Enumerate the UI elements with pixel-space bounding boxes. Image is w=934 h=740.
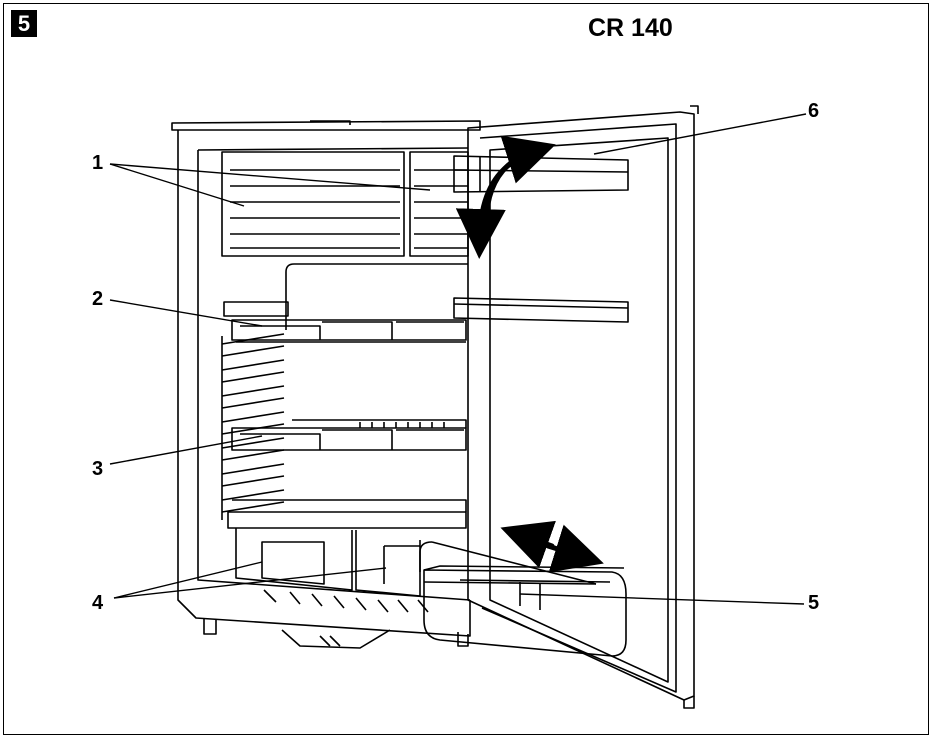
door-shelf-upper bbox=[453, 155, 629, 193]
crisper-drawer-left bbox=[235, 528, 353, 591]
callout-2: 2 bbox=[92, 288, 104, 310]
leader-line-4b bbox=[113, 567, 387, 599]
cabinet-foot bbox=[203, 618, 217, 635]
floor-grille bbox=[263, 589, 429, 613]
door bbox=[467, 105, 699, 709]
door-shelf-middle bbox=[453, 297, 629, 323]
shelf-lower bbox=[231, 419, 467, 451]
cabinet-body bbox=[177, 130, 471, 637]
leader-line-2 bbox=[109, 299, 263, 327]
figure-frame bbox=[3, 3, 929, 735]
shelf-rails bbox=[221, 301, 289, 520]
leader-line-1a bbox=[109, 163, 245, 207]
leader-line-3 bbox=[109, 435, 263, 465]
cabinet-foot bbox=[457, 632, 469, 647]
callout-6: 6 bbox=[808, 100, 820, 122]
callout-5: 5 bbox=[808, 592, 820, 614]
cabinet-inner-wall bbox=[197, 147, 469, 151]
figure-number-badge: 5 bbox=[11, 10, 37, 37]
base-grill bbox=[281, 629, 391, 649]
leader-line-4a bbox=[113, 561, 263, 599]
leader-line-5 bbox=[519, 593, 805, 605]
cabinet-lid bbox=[171, 120, 481, 131]
callout-1: 1 bbox=[92, 152, 104, 174]
slide-arrow-right-icon bbox=[545, 524, 604, 573]
model-title: CR 140 bbox=[588, 14, 673, 42]
callout-3: 3 bbox=[92, 458, 104, 480]
evaporator-left bbox=[221, 151, 405, 257]
evaporator-right bbox=[409, 151, 469, 257]
leader-line-6 bbox=[593, 113, 807, 155]
leader-line-1b bbox=[109, 163, 431, 191]
callout-4: 4 bbox=[92, 592, 104, 614]
crisper-cover bbox=[227, 511, 467, 529]
shelf-upper bbox=[231, 319, 467, 343]
tilt-arrow-icon bbox=[455, 151, 531, 259]
crisper-drawer-right bbox=[355, 530, 421, 597]
